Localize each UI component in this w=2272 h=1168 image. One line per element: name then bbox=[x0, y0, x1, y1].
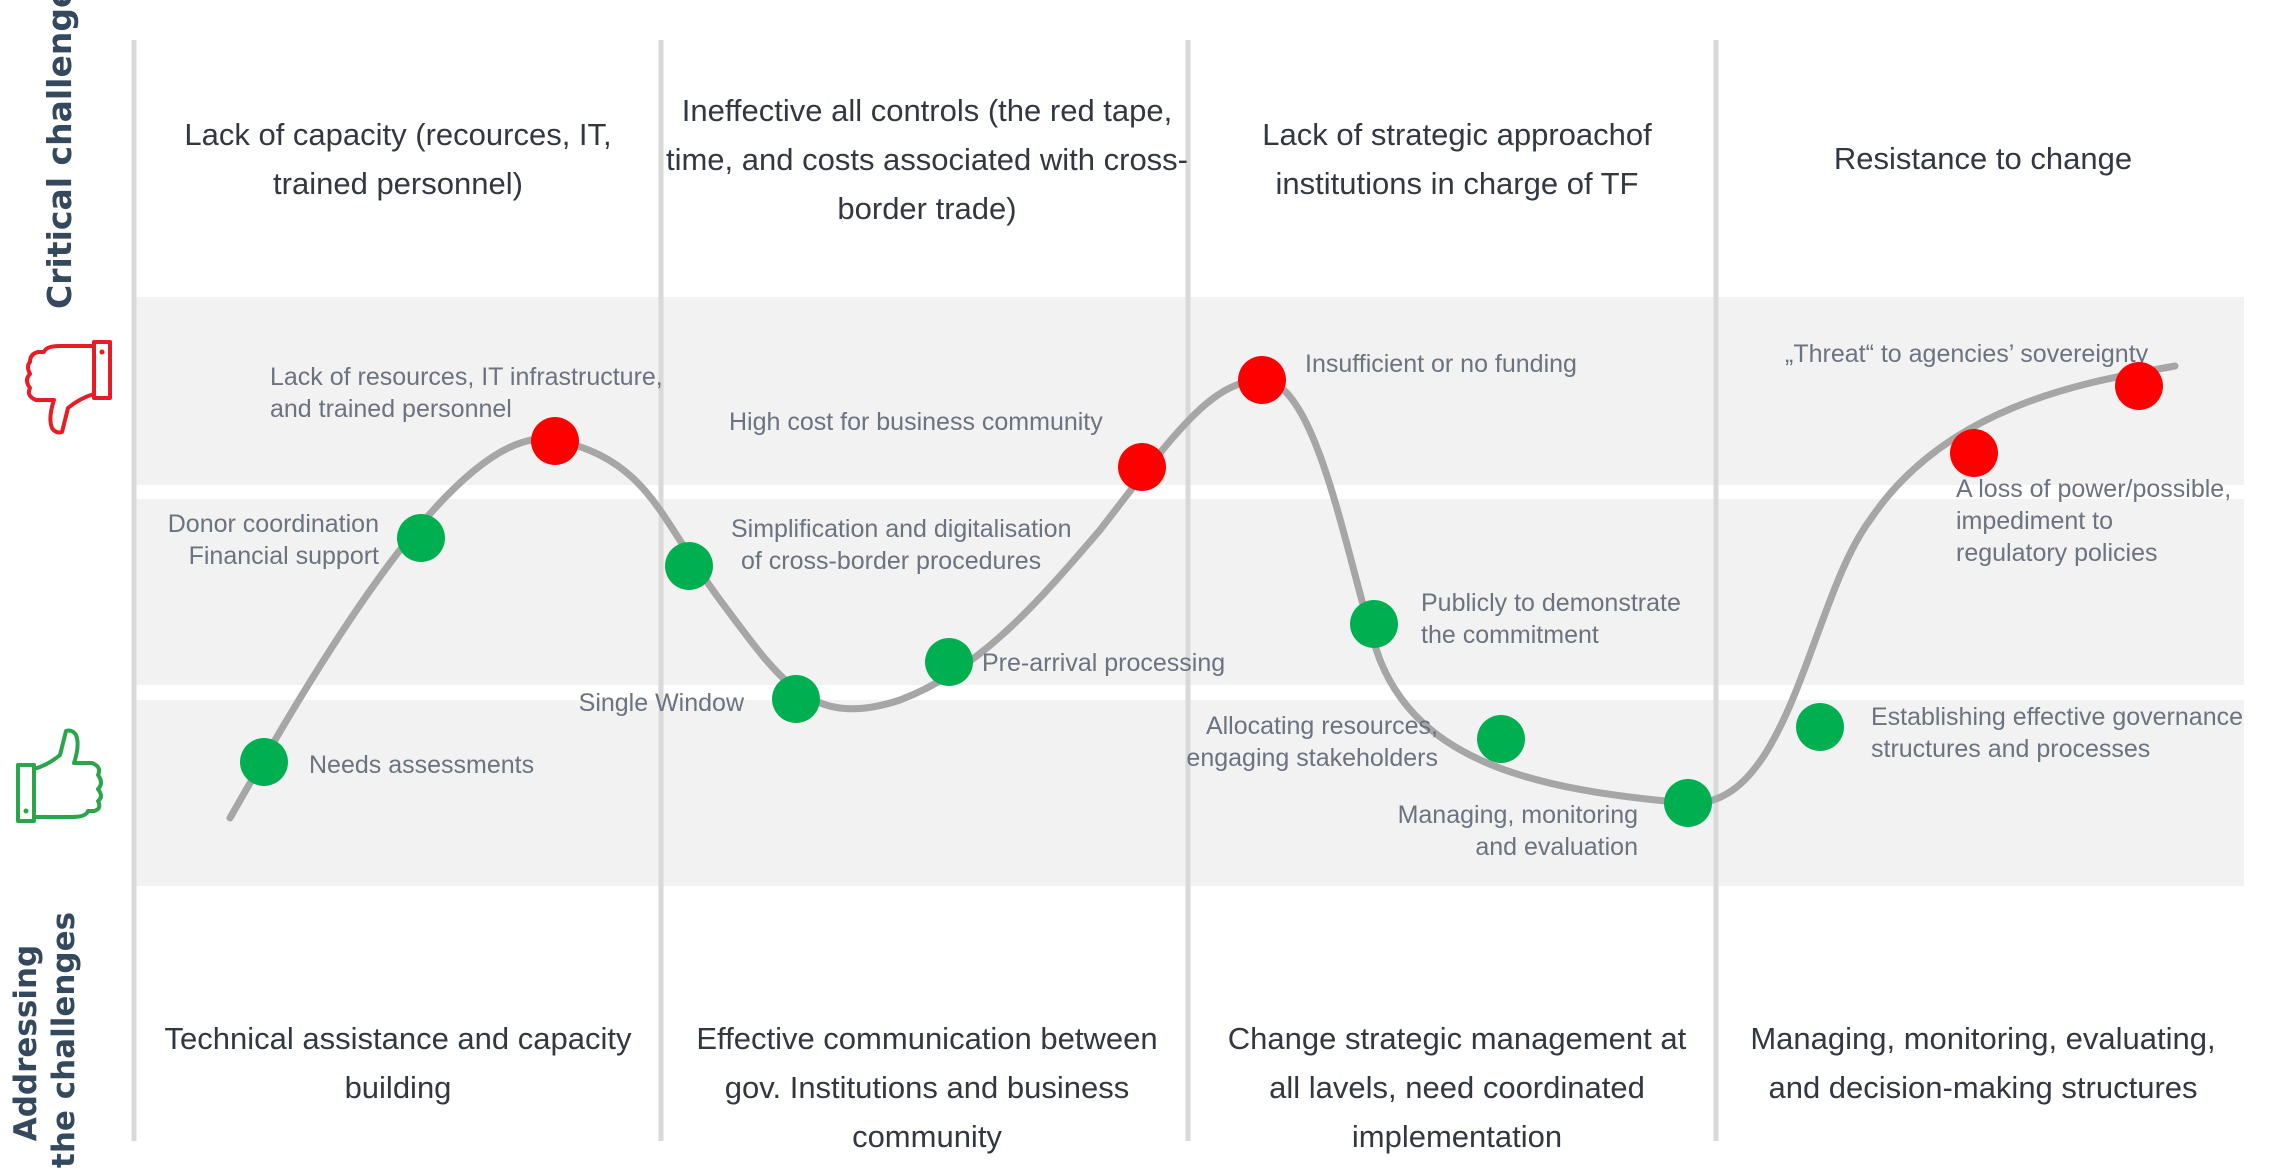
point-label-9: Publicly to demonstrate the commitment bbox=[1421, 587, 1681, 651]
point-label-4-line2: of cross-border procedures bbox=[741, 547, 1042, 575]
point-label-14-line1: „Threat“ to agencies’ sovereignty bbox=[1785, 340, 2149, 368]
point-label-13-line2: impediment to bbox=[1956, 507, 2114, 535]
critical-challenges-text: Critical challenges bbox=[40, 0, 79, 309]
point-label-7: High cost for business community bbox=[729, 406, 1103, 438]
point-label-12: Establishing effective governance struct… bbox=[1871, 701, 2243, 765]
point-label-14: „Threat“ to agencies’ sovereignty bbox=[1785, 338, 2148, 370]
point-label-3-line1: Lack of resources, IT infrastructure, bbox=[270, 363, 663, 391]
thumbs-up-icon bbox=[16, 728, 103, 823]
solution-title-1: Technical assistance and capacity buildi… bbox=[164, 1021, 632, 1105]
critical-challenges-label: Critical challenges bbox=[40, 0, 80, 309]
point-label-10-line2: engaging stakeholders bbox=[1186, 744, 1438, 772]
point-label-13: A loss of power/possible, impediment to … bbox=[1956, 473, 2231, 569]
point-label-9-line2: the commitment bbox=[1421, 621, 1599, 649]
challenge-title-4: Resistance to change bbox=[1833, 141, 2133, 176]
addressing-challenges-label: Addressing the challenges bbox=[7, 911, 87, 1168]
point-label-13-line1: A loss of power/possible, bbox=[1956, 475, 2232, 503]
point-label-2: Donor coordination Financial support bbox=[140, 508, 379, 572]
diagram-background bbox=[131, 40, 2244, 1141]
point-label-9-line1: Publicly to demonstrate bbox=[1421, 589, 1681, 617]
point-label-11-line2: and evaluation bbox=[1475, 833, 1638, 861]
point-label-2-line2: Financial support bbox=[188, 542, 379, 570]
point-label-5: Single Window bbox=[540, 687, 744, 719]
point-label-10-line1: Allocating resources, bbox=[1205, 712, 1438, 740]
point-label-8: Insufficient or no funding bbox=[1305, 348, 1577, 380]
point-label-3-line2: and trained personnel bbox=[270, 395, 512, 423]
point-label-6: Pre-arrival processing bbox=[982, 647, 1225, 679]
point-label-5-line1: Single Window bbox=[578, 689, 744, 717]
challenge-title-2: Ineffective all controls (the red tape, … bbox=[665, 93, 1189, 226]
point-label-3: Lack of resources, IT infrastructure, an… bbox=[270, 361, 663, 425]
solution-title-2: Effective communication between gov. Ins… bbox=[696, 1021, 1158, 1154]
point-label-12-line2: structures and processes bbox=[1871, 735, 2151, 763]
point-label-1-line1: Needs assessments bbox=[309, 751, 535, 779]
thumbs-down-icon bbox=[25, 340, 112, 435]
point-label-6-line1: Pre-arrival processing bbox=[982, 649, 1226, 677]
point-label-10: Allocating resources, engaging stakehold… bbox=[1150, 710, 1438, 774]
solution-title-4: Managing, monitoring, evaluating, and de… bbox=[1750, 1021, 2216, 1105]
point-label-2-line1: Donor coordination bbox=[167, 510, 379, 538]
point-label-13-line3: regulatory policies bbox=[1956, 539, 2158, 567]
addressing-text-line2: the challenges bbox=[46, 911, 82, 1168]
point-label-4: Simplification and digitalisation of cro… bbox=[731, 513, 1071, 577]
diagram-canvas: Critical challenges Addressing the chall… bbox=[8, 0, 2244, 1168]
point-label-11-line1: Managing, monitoring bbox=[1397, 801, 1638, 829]
point-label-7-line1: High cost for business community bbox=[729, 408, 1103, 436]
point-label-11: Managing, monitoring and evaluation bbox=[1360, 799, 1638, 863]
journey-curve bbox=[226, 362, 2179, 822]
point-label-4-line1: Simplification and digitalisation bbox=[731, 515, 1072, 543]
challenge-title-3: Lack of strategic approachof institution… bbox=[1262, 117, 1652, 201]
point-label-12-line1: Establishing effective governance bbox=[1871, 703, 2243, 731]
point-label-1: Needs assessments bbox=[309, 749, 534, 781]
addressing-text-line1: Addressing bbox=[8, 944, 44, 1142]
challenge-title-1: Lack of capacity (recources, IT, trained… bbox=[184, 117, 612, 201]
point-label-8-line1: Insufficient or no funding bbox=[1305, 350, 1577, 378]
solution-title-3: Change strategic management at all lavel… bbox=[1227, 1021, 1687, 1154]
